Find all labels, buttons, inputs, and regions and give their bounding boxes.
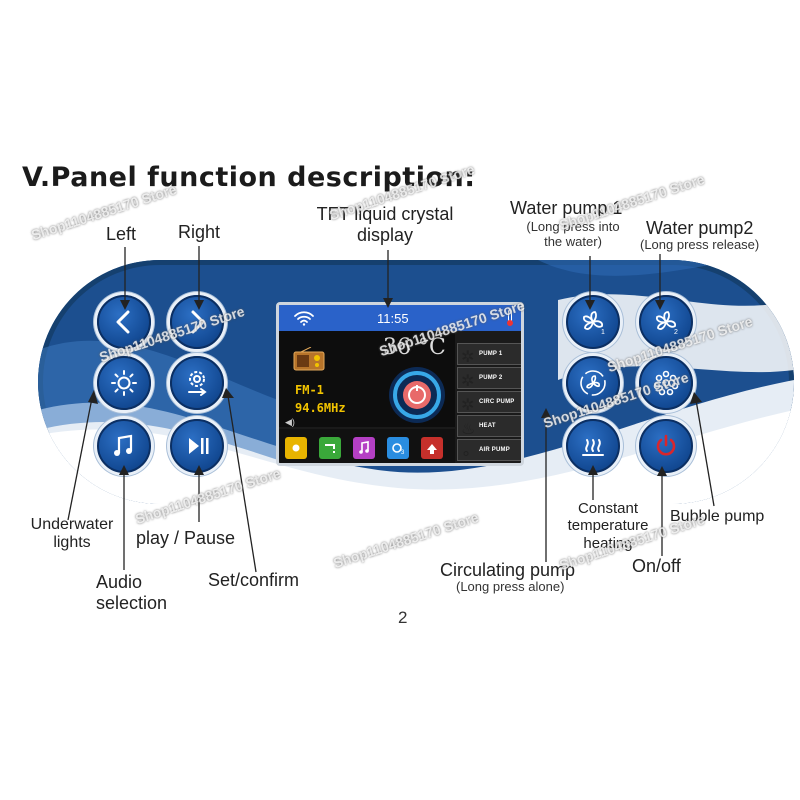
app-water-icon[interactable] (319, 437, 341, 459)
chevron-left-icon (116, 310, 130, 334)
app-ozone-icon[interactable]: 3 (387, 437, 409, 459)
screen-pump1-button[interactable]: ✲ PUMP 1 (457, 343, 521, 366)
screen-heat-label: HEAT (479, 423, 496, 429)
temperature-dial-icon (389, 367, 445, 423)
audio-selection-button[interactable] (97, 419, 151, 473)
cleaning-icon (427, 444, 437, 454)
svg-text:1: 1 (601, 329, 605, 336)
constant-temperature-heating-button[interactable] (566, 419, 620, 473)
screen-pump2-button[interactable]: ✲ PUMP 2 (457, 367, 521, 390)
label-left: Left (106, 224, 137, 244)
underwater-lights-button[interactable] (97, 356, 151, 410)
water-pump1-button[interactable]: 1 (566, 295, 620, 349)
circulating-pump-button[interactable] (566, 356, 620, 410)
screen-pump2-label: PUMP 2 (479, 375, 503, 381)
label-constant-line2: temperature (567, 517, 649, 535)
play-pause-icon (189, 438, 209, 454)
fan-icon (580, 370, 606, 396)
music-note-icon (359, 441, 369, 454)
label-tft: TFT liquid crystal display (310, 204, 460, 245)
label-water-pump1-note: (Long press into the water) (510, 219, 636, 250)
bubbles-icon: ∘ (461, 445, 472, 462)
label-constant-line1: Constant (577, 500, 639, 517)
label-constant-line3: heating (583, 534, 633, 552)
label-underwater-lights: Underwater lights (22, 516, 122, 553)
label-bubble-pump: Bubble pump (670, 508, 765, 525)
water-pump2-button[interactable]: 2 (639, 295, 693, 349)
sun-icon (292, 444, 300, 452)
svg-text:3: 3 (401, 450, 405, 456)
label-water-pump1-note1: (Long press into (526, 219, 620, 234)
music-note-icon (114, 434, 133, 456)
thermometer-icon (507, 309, 513, 326)
label-right: Right (178, 222, 221, 242)
label-underwater-line1: Underwater (30, 516, 114, 533)
label-audio-line1: Audio (96, 572, 143, 592)
gear-icon (188, 371, 207, 396)
screen-main-area: FM-1 94.6MHz ◀) 36 °C (279, 331, 455, 427)
label-water-pump1: Water pump 1 (510, 198, 623, 218)
screen-circ-pump-label: CIRC PUMP (479, 399, 515, 405)
fan-icon: ✲ (461, 349, 475, 366)
label-underwater-line2: lights (53, 534, 91, 552)
label-circulating-note: (Long press alone) (456, 579, 565, 594)
label-set-confirm: Set/confirm (208, 570, 300, 590)
app-cleaning-icon[interactable] (421, 437, 443, 459)
screen-circ-pump-button[interactable]: ✲ CIRC PUMP (457, 391, 521, 414)
power-icon (656, 434, 676, 456)
label-tft-line2: display (356, 224, 414, 245)
screen-heat-button[interactable]: ♨ HEAT (457, 415, 521, 438)
label-play-pause: play / Pause (136, 528, 236, 548)
label-water-pump2: Water pump2 (646, 218, 754, 238)
faucet-icon (325, 444, 335, 453)
screen-air-pump-label: AIR PUMP (479, 447, 510, 453)
chevron-right-icon (191, 310, 205, 334)
label-constant-temperature-heating: Constant temperature heating (548, 500, 668, 552)
label-on-off: On/off (632, 556, 681, 576)
app-light-icon[interactable] (285, 437, 307, 459)
screen-frequency: 94.6MHz (295, 401, 346, 415)
radio-icon (293, 347, 325, 371)
bubble-pump-button[interactable] (639, 356, 693, 410)
screen-status-bar: 11:55 (279, 305, 521, 331)
volume-icon: ◀) (285, 417, 295, 427)
label-tft-line1: TFT liquid crystal (316, 204, 454, 224)
label-water-pump2-note: (Long press release) (640, 237, 760, 252)
screen-temperature: 36 °C (383, 335, 446, 360)
page-title: V.Panel function description: (22, 162, 476, 193)
fan-icon: 1 (582, 311, 605, 336)
wifi-icon (294, 311, 314, 326)
play-pause-button[interactable] (170, 419, 224, 473)
label-audio-selection: Audio selection (84, 572, 200, 613)
bubbles-icon (653, 370, 679, 396)
page-number: 2 (398, 608, 408, 627)
set-confirm-button[interactable] (170, 356, 224, 410)
sun-icon (111, 370, 137, 396)
screen-fm-channel: FM-1 (295, 383, 324, 397)
heat-waves-icon (582, 439, 604, 456)
screen-air-pump-button[interactable]: ∘ AIR PUMP (457, 439, 521, 462)
label-circulating-pump: Circulating pump (440, 560, 576, 580)
power-button[interactable] (639, 419, 693, 473)
svg-text:2: 2 (674, 329, 678, 336)
fan-icon: 2 (655, 311, 678, 336)
ozone-icon: 3 (392, 443, 405, 456)
screen-app-bar: 3 (279, 429, 455, 463)
screen-pump1-label: PUMP 1 (479, 351, 503, 357)
fan-icon: ✲ (461, 397, 475, 414)
tft-display: 11:55 FM-1 94.6MHz ◀) 36 °C ✲ PUMP 1 (276, 302, 524, 466)
screen-pump-buttons: ✲ PUMP 1 ✲ PUMP 2 ✲ CIRC PUMP ♨ HEAT ∘ A… (457, 343, 521, 463)
fan-icon: ✲ (461, 373, 475, 390)
app-music-icon[interactable] (353, 437, 375, 459)
label-audio-line2: selection (96, 592, 168, 613)
heat-waves-icon: ♨ (461, 421, 476, 438)
label-water-pump1-note2: the water) (544, 233, 602, 249)
screen-time: 11:55 (377, 311, 409, 326)
